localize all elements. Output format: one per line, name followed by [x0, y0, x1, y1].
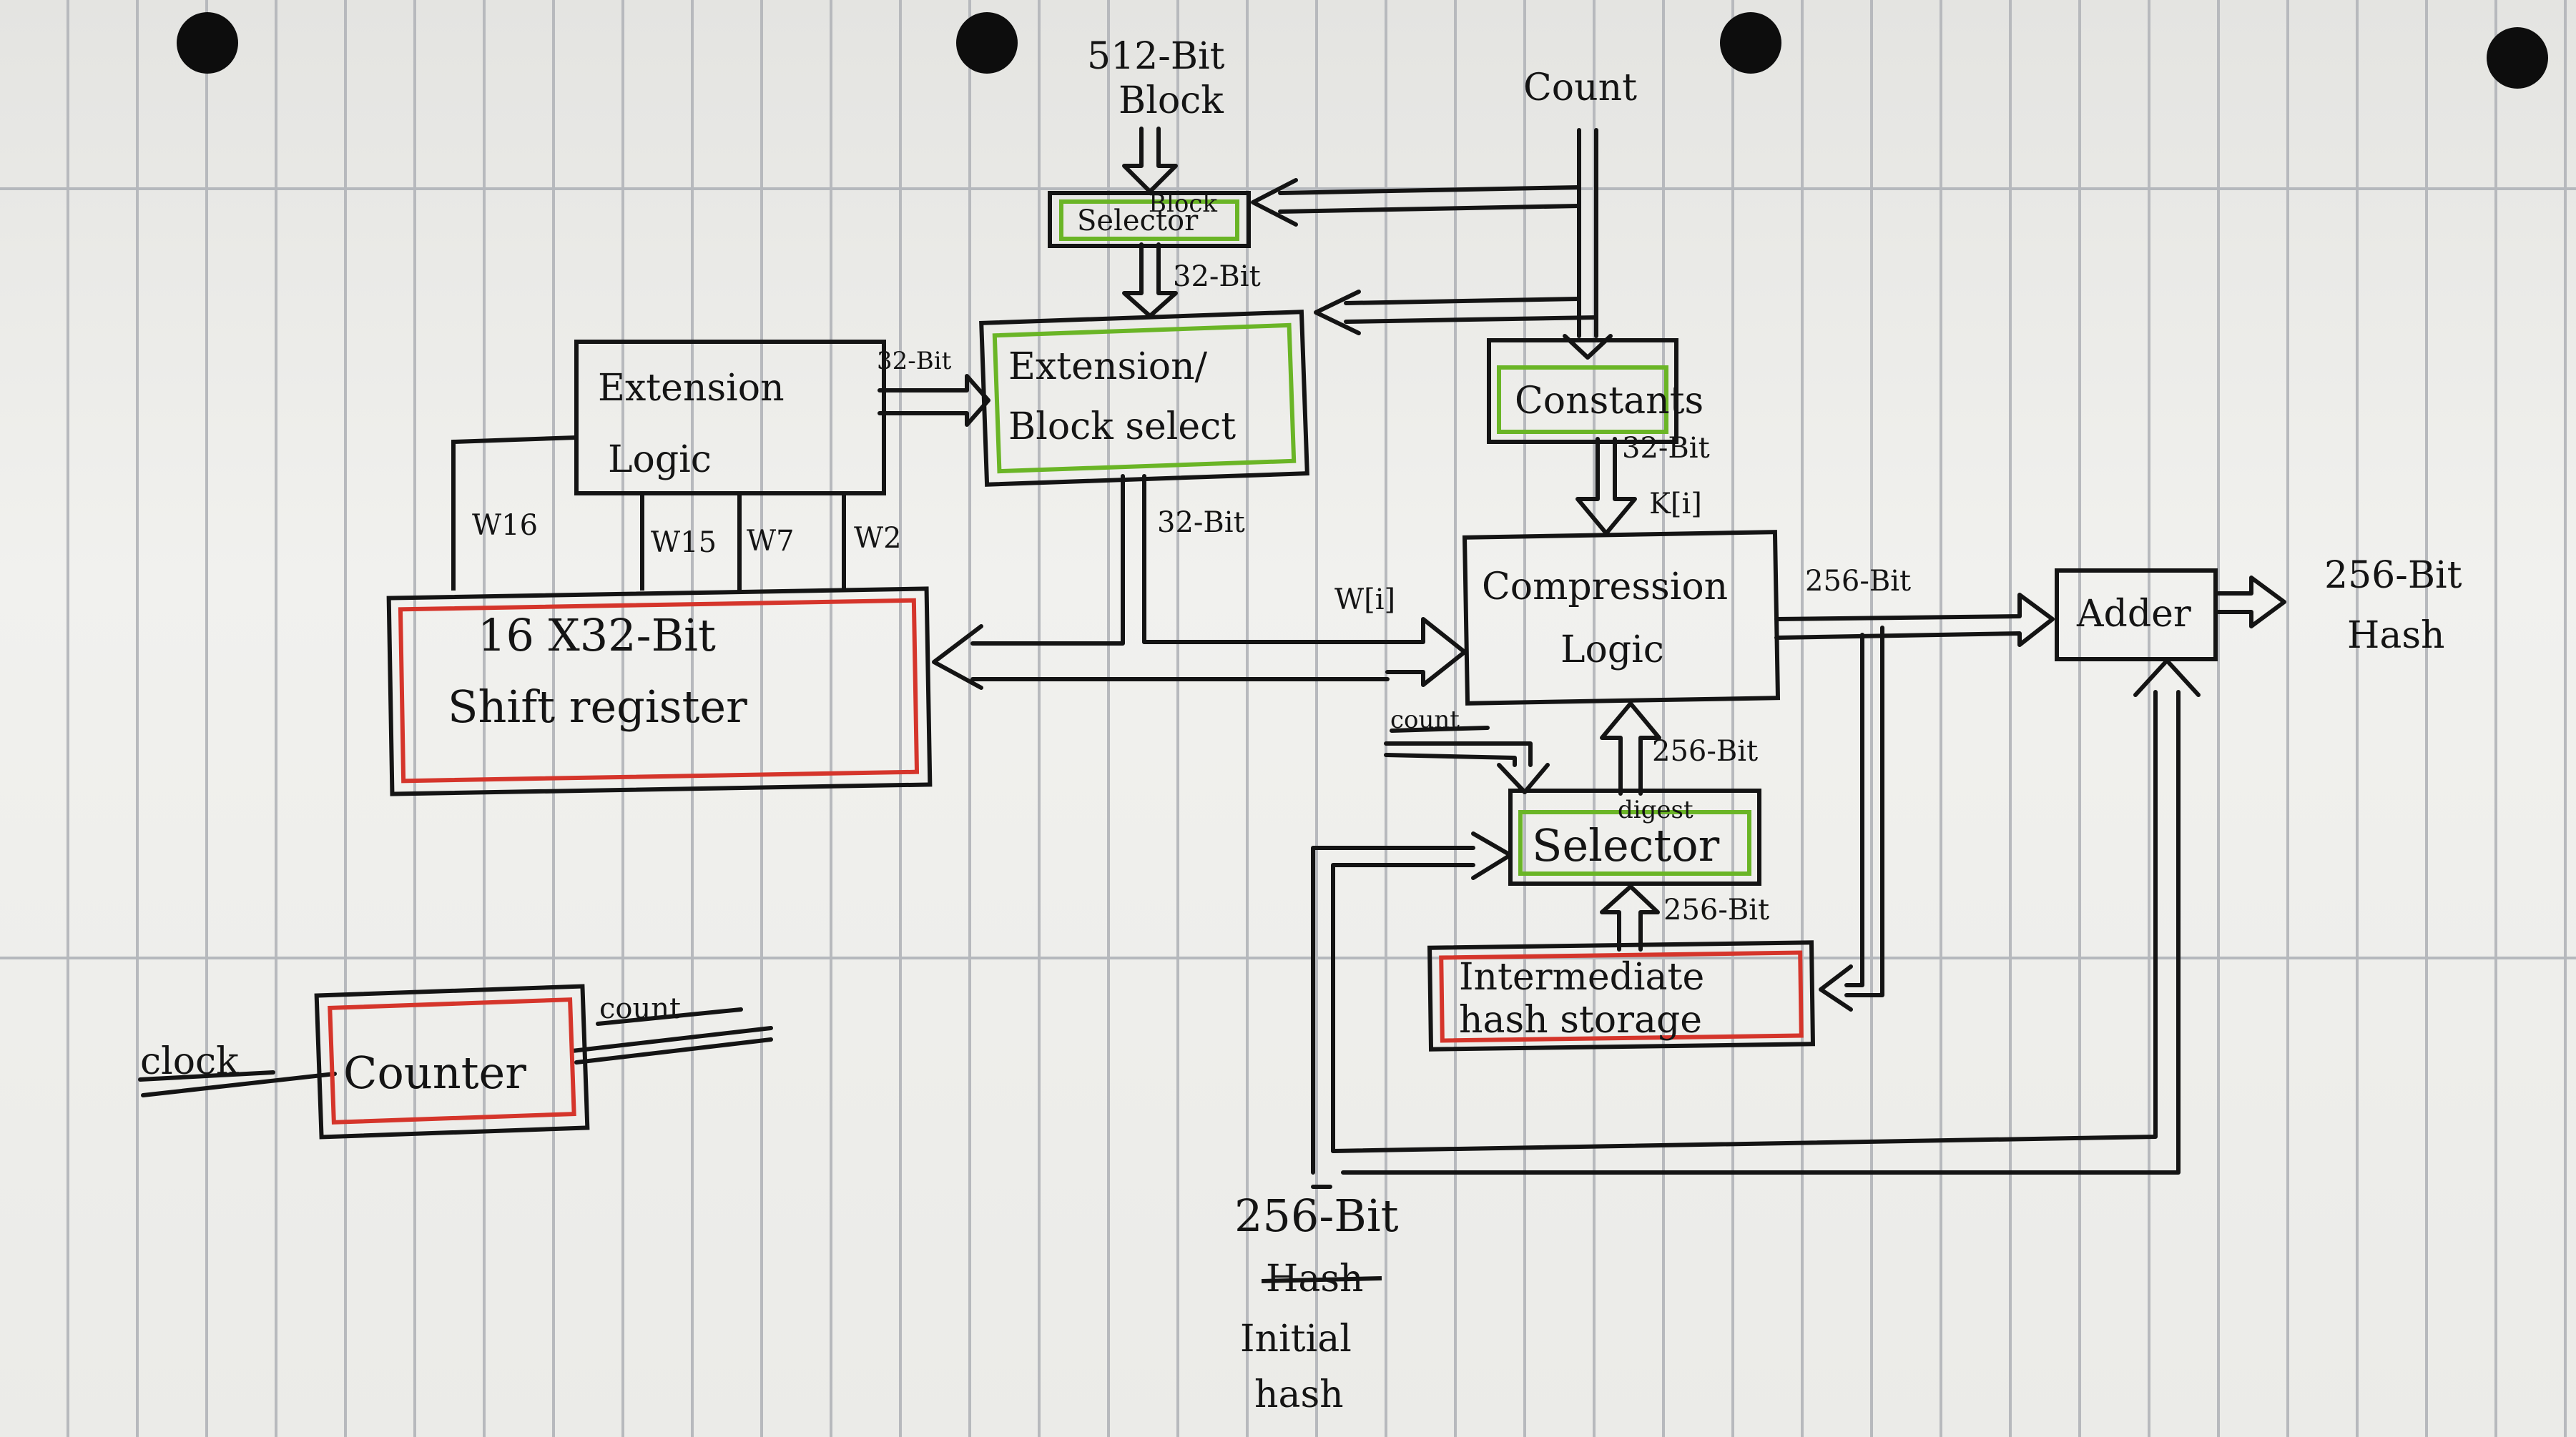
- bits256-comp-label: 256-Bit: [1805, 565, 1911, 598]
- k-index-label: K[i]: [1649, 488, 1702, 520]
- tap-w15: W15: [640, 493, 846, 591]
- output-hash-name-label: Hash: [2347, 614, 2445, 657]
- extension-block-select: Extension/ Block select: [979, 310, 1309, 487]
- binder-hole: [177, 12, 238, 74]
- shift-register-line1: 16 X32-Bit: [478, 609, 716, 661]
- count-digest-label: count: [1390, 706, 1460, 734]
- binder-hole: [2487, 27, 2548, 89]
- tap-w2: W2: [854, 522, 902, 555]
- constants-label: Constants: [1515, 380, 1704, 423]
- arrow-digest-selector-to-compression: [1600, 701, 1661, 796]
- ext-select-line2: Block select: [1008, 405, 1236, 448]
- bits32-constants-label: 32-Bit: [1622, 432, 1710, 465]
- paper-rule-line: [0, 957, 2576, 959]
- svg-text:W7: W7: [747, 525, 795, 558]
- compression-line2: Logic: [1560, 628, 1664, 671]
- adder-block: Adder: [2055, 568, 2218, 661]
- block-selector: Selector Block: [1048, 189, 1251, 248]
- count-digest-underline: [1390, 726, 1490, 733]
- wire-count-to-constants: [1563, 128, 1613, 360]
- counter-block: Counter: [314, 984, 590, 1140]
- shift-register: 16 X32-Bit Shift register: [386, 586, 933, 796]
- arrow-ext-logic-to-ext-select: [877, 374, 990, 427]
- digest-selector-label: Selector: [1532, 819, 1720, 871]
- arrow-selector-to-ext-select: [1122, 242, 1178, 318]
- svg-text:W15: W15: [651, 526, 717, 559]
- wire-ext-select-to-shift-register: [932, 474, 1390, 690]
- initial-hash-line2: Initial: [1240, 1318, 1352, 1361]
- count-top-label: Count: [1523, 66, 1637, 109]
- storage-line1: Intermediate: [1459, 956, 1704, 999]
- counter-count-label: count: [599, 992, 681, 1025]
- w-index-label: W[i]: [1334, 583, 1395, 616]
- block-selector-overlay-label: Block: [1149, 189, 1217, 218]
- arrow-compression-to-adder: [1774, 593, 2055, 647]
- block-selector-label: Selector: [1077, 204, 1199, 237]
- shift-register-line2: Shift register: [448, 681, 747, 733]
- wire-initial-hash-loop: [1311, 658, 2201, 1189]
- paper-rule-line: [0, 187, 2576, 190]
- extension-logic: Extension Logic: [574, 340, 886, 495]
- count-underline: [596, 1007, 743, 1026]
- svg-text:W2: W2: [854, 522, 902, 555]
- initial-hash-labels: 256-Bit Hash Initial hash: [1234, 1190, 1399, 1416]
- bits32-ext-select-label: 32-Bit: [1157, 506, 1245, 539]
- counter-label: Counter: [343, 1047, 526, 1099]
- bits256-storage-label: 256-Bit: [1663, 894, 1769, 927]
- clock-label: clock: [140, 1040, 239, 1083]
- tap-w16: W16: [451, 435, 577, 591]
- svg-text:W16: W16: [472, 509, 538, 542]
- arrow-ext-select-to-compression: [1142, 617, 1467, 687]
- input-block-width-label: 512-Bit: [1087, 35, 1225, 78]
- binder-hole: [956, 12, 1018, 74]
- constants-block: Constants: [1487, 338, 1704, 444]
- storage-line2: hash storage: [1459, 999, 1702, 1042]
- wire-compression-to-storage: [1819, 626, 1884, 1012]
- tap-w7: W7: [747, 525, 795, 558]
- bits32-selector-label: 32-Bit: [1173, 260, 1261, 293]
- output-hash-width-label: 256-Bit: [2324, 554, 2462, 597]
- wire-counter-count-out: [570, 1026, 773, 1065]
- arrow-adder-to-output: [2216, 576, 2286, 628]
- compression-logic: Compression Logic: [1462, 530, 1781, 706]
- strikethrough-line: [1261, 1276, 1382, 1283]
- arrow-count-to-digest-selector: [1384, 741, 1550, 794]
- initial-hash-width-label: 256-Bit: [1234, 1190, 1399, 1242]
- ext-logic-line1: Extension: [598, 367, 785, 410]
- compression-line1: Compression: [1482, 566, 1728, 608]
- digest-selector-overlay-label: digest: [1618, 796, 1693, 824]
- arrow-block-to-selector: [1122, 127, 1178, 194]
- wire-clock-to-counter: [141, 1072, 337, 1097]
- clock-underline: [138, 1070, 275, 1082]
- wire-count-to-block-selector: [1251, 178, 1581, 227]
- bits256-selector-label: 256-Bit: [1652, 735, 1758, 768]
- adder-label: Adder: [2076, 593, 2191, 636]
- ext-select-line1: Extension/: [1008, 345, 1208, 388]
- input-block-name-label: Block: [1119, 79, 1224, 122]
- arrow-storage-to-digest-selector: [1600, 884, 1660, 952]
- ext-logic-line2: Logic: [608, 438, 712, 481]
- digest-selector: Selector digest: [1508, 789, 1761, 886]
- bits32-ext-logic-label: 32-Bit: [877, 347, 952, 375]
- initial-hash-line3: hash: [1254, 1373, 1344, 1416]
- intermediate-hash-storage: Intermediate hash storage: [1427, 940, 1816, 1052]
- binder-hole: [1720, 12, 1781, 74]
- wire-count-to-ext-select: [1314, 290, 1598, 335]
